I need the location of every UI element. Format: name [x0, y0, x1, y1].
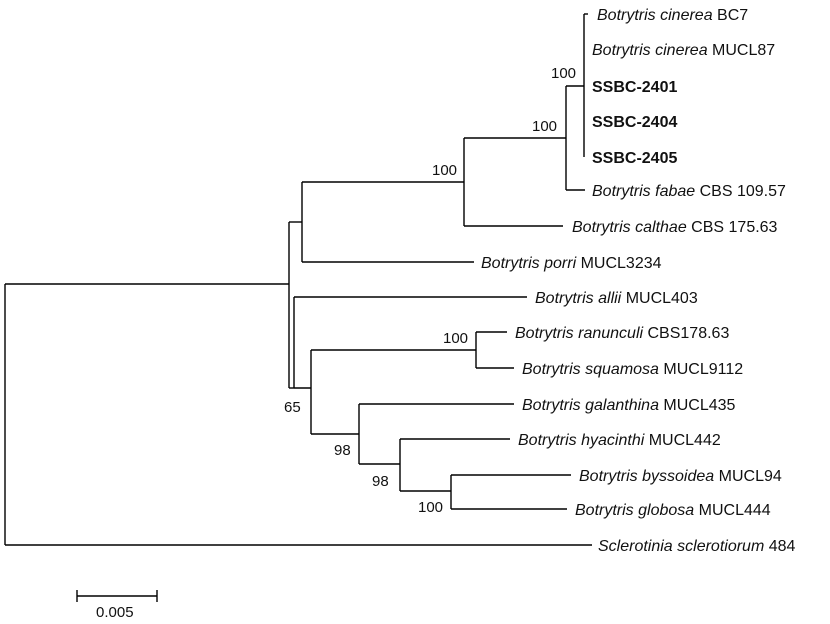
taxon-mucl87: Botrytris cinerea MUCL87 [592, 42, 775, 59]
taxon-sclerotinia: Sclerotinia sclerotiorum 484 [598, 538, 796, 555]
taxon-globosa: Botrytris globosa MUCL444 [575, 502, 771, 519]
support-cinerea-calthae: 100 [432, 162, 457, 179]
support-byssoidea-globosa: 100 [418, 499, 443, 516]
support-galanthina-group: 98 [334, 442, 351, 459]
support-hyacinthi-group: 98 [372, 473, 389, 490]
taxon-bc7: Botrytris cinerea BC7 [597, 7, 748, 24]
taxon-ssbc-2405: SSBC-2405 [592, 150, 677, 167]
support-cinerea-clade: 100 [551, 65, 576, 82]
taxon-squamosa: Botrytris squamosa MUCL9112 [522, 361, 743, 378]
taxon-ranunculi: Botrytris ranunculi CBS178.63 [515, 325, 729, 342]
support-allii-group: 65 [284, 399, 301, 416]
scale-bar: 0.005 [76, 590, 158, 621]
support-ranunculi-squamosa: 100 [443, 330, 468, 347]
taxon-porri: Botrytris porri MUCL3234 [481, 255, 662, 272]
taxon-galanthina: Botrytris galanthina MUCL435 [522, 397, 736, 414]
support-cinerea-fabae: 100 [532, 118, 557, 135]
support-values: 100 100 100 100 65 98 98 100 [284, 65, 576, 516]
taxon-ssbc-2401: SSBC-2401 [592, 79, 677, 96]
taxon-labels: Botrytris cinerea BC7 Botrytris cinerea … [481, 7, 796, 555]
taxon-allii: Botrytris allii MUCL403 [535, 290, 698, 307]
taxon-fabae: Botrytris fabae CBS 109.57 [592, 183, 786, 200]
taxon-calthae: Botrytris calthae CBS 175.63 [572, 219, 778, 236]
taxon-hyacinthi: Botrytris hyacinthi MUCL442 [518, 432, 721, 449]
tree-branches [4, 13, 592, 546]
scale-bar-label: 0.005 [96, 604, 134, 621]
taxon-ssbc-2404: SSBC-2404 [592, 114, 677, 131]
taxon-byssoidea: Botrytris byssoidea MUCL94 [579, 468, 782, 485]
